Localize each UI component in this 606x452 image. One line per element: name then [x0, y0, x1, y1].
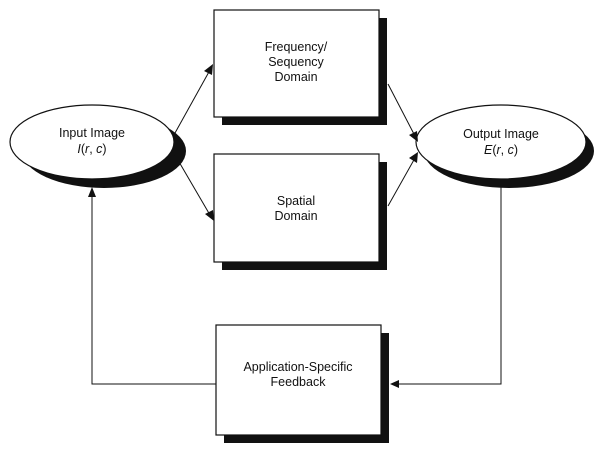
- frequency-domain-box: [213, 9, 380, 118]
- output-image-c: c: [508, 143, 515, 157]
- output-image-label: Output Image: [463, 127, 539, 141]
- feedback-line-2: Feedback: [271, 375, 327, 389]
- arrowhead-frequency: [204, 64, 213, 75]
- spatial-domain-box: [213, 153, 380, 263]
- edge-frequency-to-output: [387, 83, 418, 142]
- input-image-r: r: [85, 142, 90, 156]
- output-image-var: E: [484, 143, 493, 157]
- edge-input-to-spatial: [174, 154, 214, 221]
- input-image-comma: ,: [89, 142, 96, 156]
- frequency-domain-line-3: Domain: [274, 70, 317, 84]
- edge-feedback-to-input: [88, 187, 216, 385]
- edge-spatial-to-output: [387, 152, 418, 207]
- input-image-function: I(r, c): [77, 142, 106, 156]
- output-image-function: E(r, c): [484, 143, 518, 157]
- edge-input-to-frequency: [174, 64, 213, 134]
- edges: [88, 64, 502, 388]
- output-image-ellipse: [415, 104, 587, 180]
- frequency-domain-line-1: Frequency/: [265, 40, 328, 54]
- feedback-box: [215, 324, 382, 436]
- arrowhead-feedback: [390, 380, 399, 388]
- input-image-paren-open: (: [81, 142, 86, 156]
- frequency-domain-line-2: Sequency: [268, 55, 324, 69]
- output-image-comma: ,: [501, 143, 508, 157]
- input-image-paren-close: ): [102, 142, 106, 156]
- output-image-node: Output Image E(r, c): [415, 104, 594, 188]
- arrowhead-output-bottom: [409, 152, 418, 163]
- output-image-paren-open: (: [492, 143, 497, 157]
- input-image-node: Input Image I(r, c): [9, 104, 186, 188]
- feedback-line-1: Application-Specific: [243, 360, 352, 374]
- frequency-domain-node: Frequency/ Sequency Domain: [213, 9, 387, 125]
- output-image-paren-close: ): [514, 143, 518, 157]
- input-image-label: Input Image: [59, 126, 125, 140]
- arrowhead-input: [88, 187, 96, 197]
- input-image-c: c: [96, 142, 103, 156]
- edge-output-to-feedback: [390, 179, 502, 388]
- arrowhead-output-top: [409, 131, 418, 142]
- input-image-ellipse: [9, 104, 175, 180]
- spatial-domain-node: Spatial Domain: [213, 153, 387, 270]
- spatial-domain-line-2: Domain: [274, 209, 317, 223]
- spatial-domain-line-1: Spatial: [277, 194, 315, 208]
- feedback-node: Application-Specific Feedback: [215, 324, 389, 443]
- output-image-r: r: [496, 143, 501, 157]
- arrowhead-spatial: [205, 210, 214, 221]
- input-image-var: I: [77, 142, 81, 156]
